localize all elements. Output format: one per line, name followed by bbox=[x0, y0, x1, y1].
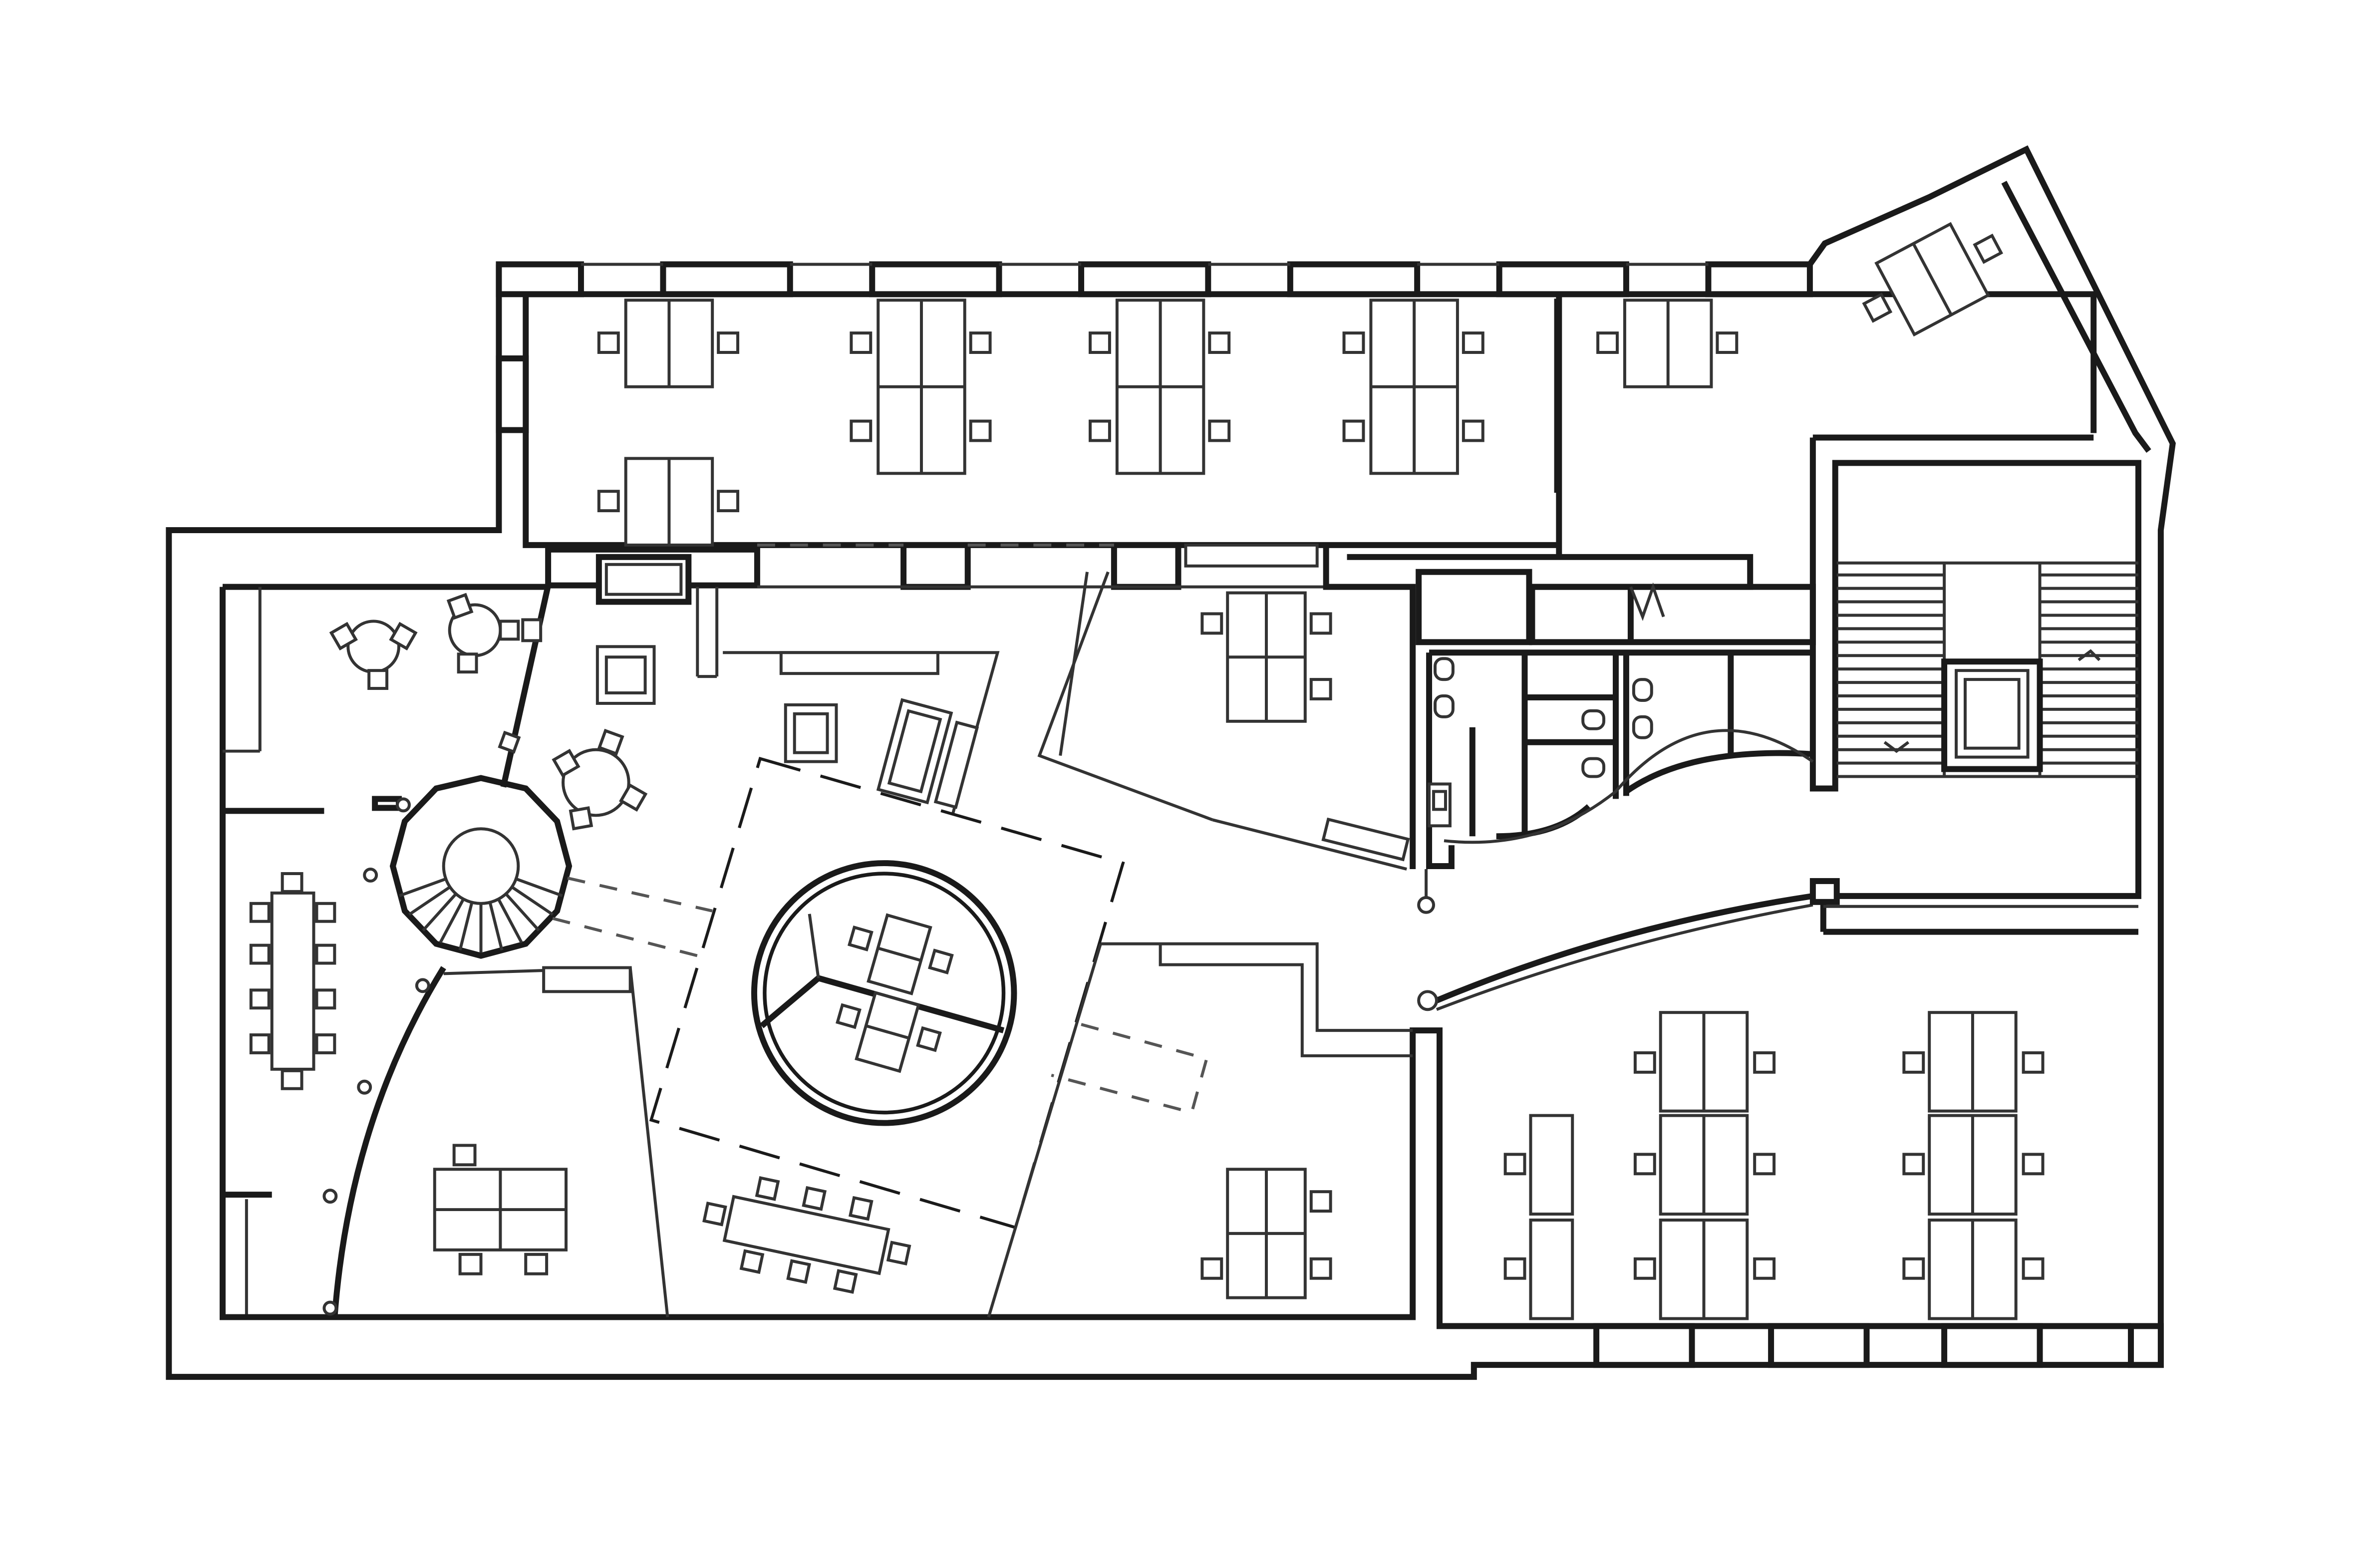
corridor-walls bbox=[545, 294, 1754, 870]
left-meeting-room bbox=[249, 796, 446, 1317]
spiral-tread bbox=[458, 902, 474, 951]
spiral-tread bbox=[515, 877, 563, 898]
spiral-tread bbox=[488, 902, 504, 951]
top-wall-segments bbox=[496, 261, 1813, 298]
lounge-area bbox=[329, 585, 1000, 831]
elevator bbox=[1941, 658, 2043, 772]
bottom-wall-segments bbox=[1593, 1323, 2164, 1368]
circulation-lines bbox=[552, 877, 1209, 1115]
left-wall-segments bbox=[222, 355, 549, 1314]
curved-partition bbox=[1417, 878, 2138, 1011]
top-office-desks bbox=[597, 222, 2004, 547]
center-right-office bbox=[1037, 571, 1436, 914]
spiral-tread bbox=[422, 893, 457, 932]
spiral-tread bbox=[511, 886, 554, 916]
spiral-tread bbox=[497, 898, 523, 943]
spiral-tread bbox=[399, 877, 447, 898]
spiral-tread bbox=[439, 898, 465, 943]
spiral-treads bbox=[399, 877, 563, 953]
lower-right-office-desks bbox=[1503, 1011, 2045, 1320]
lower-left-work-area bbox=[433, 966, 669, 1317]
glass-enclosure bbox=[649, 756, 1125, 1230]
stair-treads bbox=[1836, 573, 2138, 765]
lower-center-office bbox=[987, 942, 1413, 1318]
long-table bbox=[702, 1176, 911, 1294]
spiral-tread bbox=[408, 886, 451, 916]
round-meeting-room bbox=[751, 860, 1017, 1126]
spiral-tread bbox=[505, 893, 540, 932]
restroom-core bbox=[1416, 569, 1816, 870]
stair-arrows bbox=[1883, 649, 2101, 753]
spiral-stair bbox=[389, 775, 573, 959]
